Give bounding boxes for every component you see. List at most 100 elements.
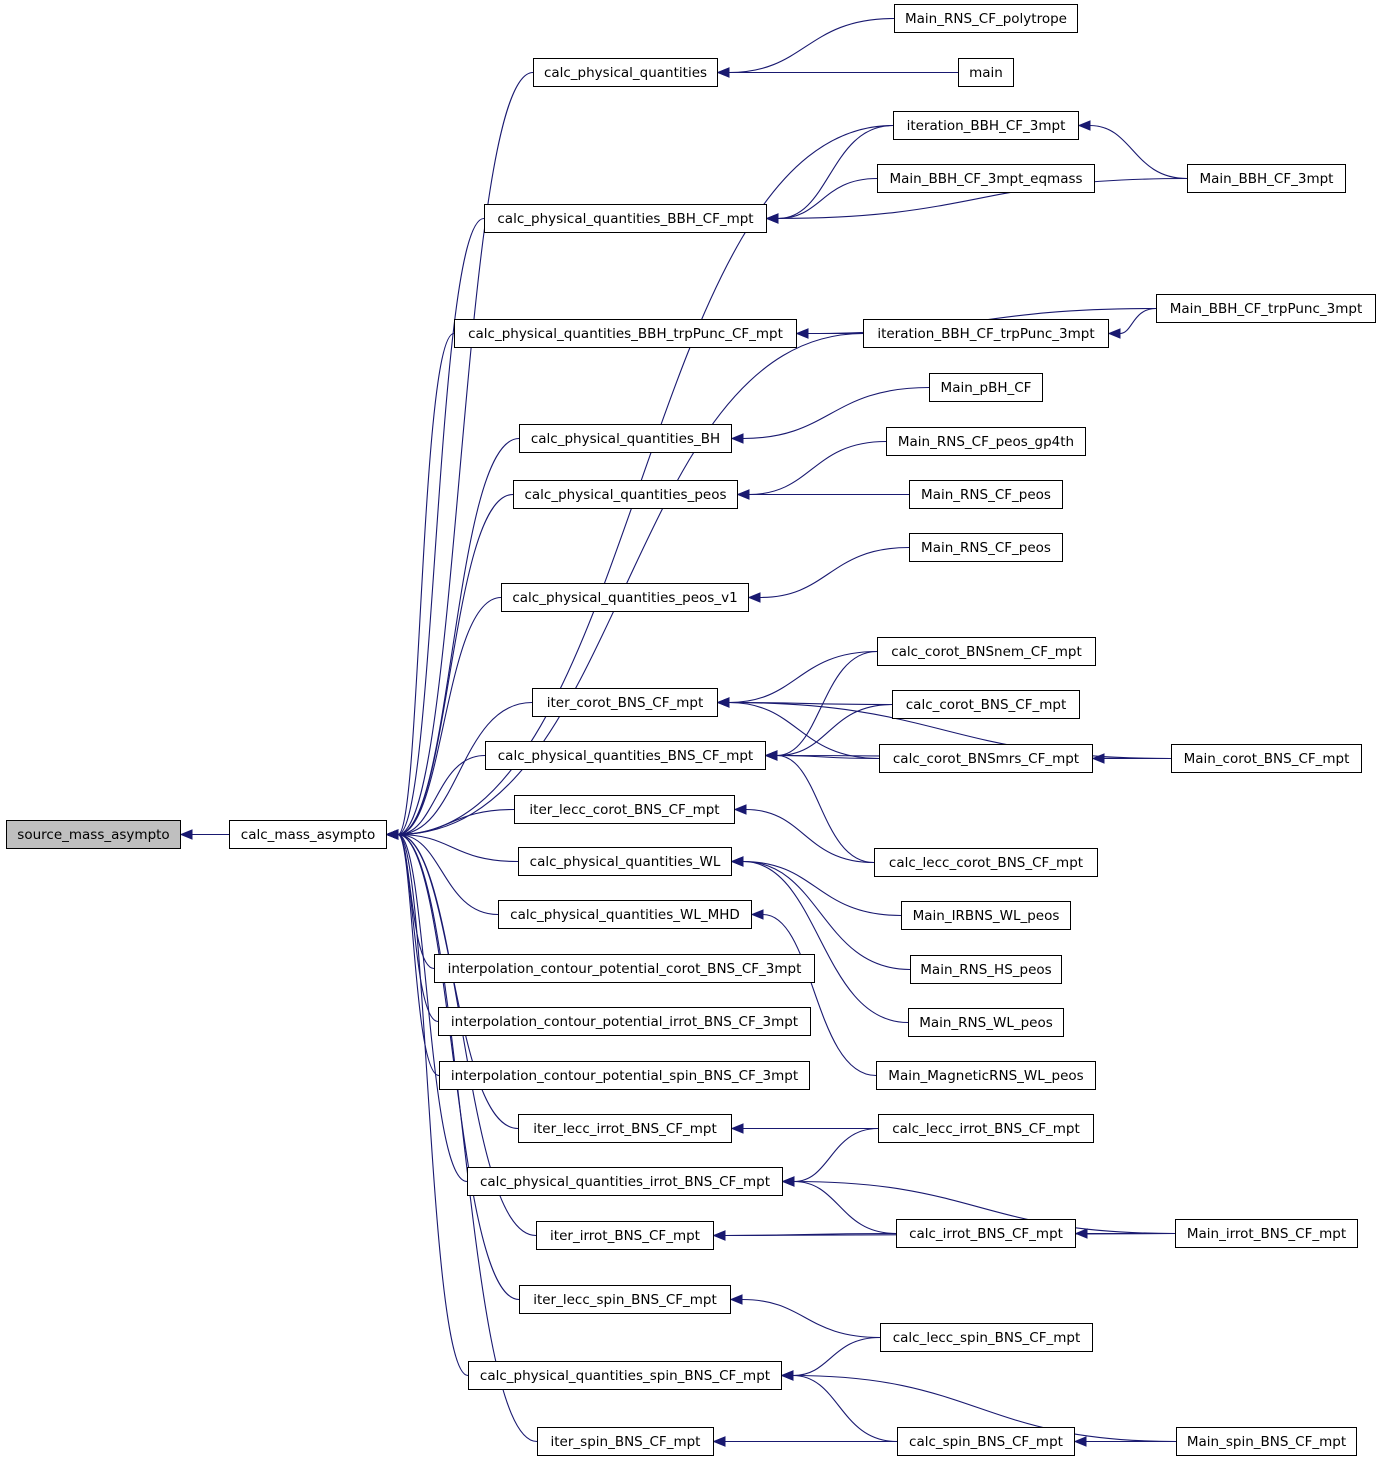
edge-iter_corot_BNS_CF_mpt-to-calc_mass_asympto — [397, 701, 533, 836]
arrowhead-calc_physical_quantities_spin_BNS_CF_mpt — [780, 1370, 794, 1381]
edge-iter_lecc_corot_BNS_CF_mpt-to-calc_mass_asympto — [397, 808, 515, 836]
node-calc_physical_quantities_BH[interactable]: calc_physical_quantities_BH — [519, 424, 732, 453]
node-calc_physical_quantities_peos[interactable]: calc_physical_quantities_peos — [513, 480, 738, 509]
node-Main_pBH_CF[interactable]: Main_pBH_CF — [929, 373, 1043, 402]
edge-calc_lecc_spin_BNS_CF_mpt-to-iter_lecc_spin_BNS_CF_mpt — [741, 1298, 881, 1339]
node-calc_physical_quantities_BBH_trpPunc_CF_mpt[interactable]: calc_physical_quantities_BBH_trpPunc_CF_… — [454, 319, 797, 348]
node-calc_corot_BNSnem_CF_mpt[interactable]: calc_corot_BNSnem_CF_mpt — [877, 637, 1096, 666]
node-Main_BBH_CF_3mpt[interactable]: Main_BBH_CF_3mpt — [1187, 164, 1346, 193]
node-calc_physical_quantities_WL_MHD[interactable]: calc_physical_quantities_WL_MHD — [498, 900, 752, 929]
arrowhead-iter_corot_BNS_CF_mpt — [716, 697, 730, 708]
node-calc_corot_BNSmrs_CF_mpt[interactable]: calc_corot_BNSmrs_CF_mpt — [879, 744, 1093, 773]
edge-calc_corot_BNSnem_CF_mpt-to-calc_physical_quantities_BNS_CF_mpt — [776, 650, 878, 757]
arrowhead-calc_physical_quantities — [716, 67, 730, 78]
edge-calc_physical_quantities_BNS_CF_mpt-to-calc_mass_asympto — [397, 754, 486, 836]
node-Main_RNS_CF_peos[interactable]: Main_RNS_CF_peos — [909, 533, 1063, 562]
edge-calc_corot_BNS_CF_mpt-to-iter_corot_BNS_CF_mpt — [728, 701, 893, 706]
node-Main_spin_BNS_CF_mpt[interactable]: Main_spin_BNS_CF_mpt — [1176, 1427, 1357, 1456]
edge-Main_irrot_BNS_CF_mpt-to-calc_physical_quantities_irrot_BNS_CF_mpt — [793, 1180, 1176, 1235]
node-Main_RNS_CF_polytrope[interactable]: Main_RNS_CF_polytrope — [894, 4, 1078, 33]
edge-iteration_BBH_CF_3mpt-to-calc_physical_quantities_BBH_CF_mpt — [777, 124, 894, 220]
node-Main_RNS_CF_peos_gp4th[interactable]: Main_RNS_CF_peos_gp4th — [886, 427, 1086, 456]
node-Main_corot_BNS_CF_mpt[interactable]: Main_corot_BNS_CF_mpt — [1171, 744, 1362, 773]
node-main[interactable]: main — [958, 58, 1014, 87]
edge-Main_RNS_WL_peos-to-calc_physical_quantities_WL — [742, 860, 909, 1024]
node-Main_MagneticRNS_WL_peos[interactable]: Main_MagneticRNS_WL_peos — [876, 1061, 1096, 1090]
arrowhead-calc_mass_asympto — [385, 829, 399, 840]
arrowhead-calc_spin_BNS_CF_mpt — [1073, 1436, 1087, 1447]
node-Main_BBH_CF_trpPunc_3mpt[interactable]: Main_BBH_CF_trpPunc_3mpt — [1156, 294, 1376, 323]
arrowhead-iter_irrot_BNS_CF_mpt — [712, 1230, 726, 1241]
node-calc_physical_quantities_BNS_CF_mpt[interactable]: calc_physical_quantities_BNS_CF_mpt — [485, 741, 766, 770]
node-iteration_BBH_CF_trpPunc_3mpt[interactable]: iteration_BBH_CF_trpPunc_3mpt — [863, 319, 1109, 348]
edge-calc_physical_quantities_WL_MHD-to-calc_mass_asympto — [397, 833, 499, 916]
node-calc_physical_quantities_irrot_BNS_CF_mpt[interactable]: calc_physical_quantities_irrot_BNS_CF_mp… — [467, 1167, 783, 1196]
edge-calc_physical_quantities_BBH_CF_mpt-to-calc_mass_asympto — [397, 217, 485, 836]
node-calc_lecc_irrot_BNS_CF_mpt[interactable]: calc_lecc_irrot_BNS_CF_mpt — [878, 1114, 1094, 1143]
node-interpolation_contour_potential_spin_BNS_CF_3mpt[interactable]: interpolation_contour_potential_spin_BNS… — [439, 1061, 810, 1090]
node-Main_RNS_HS_peos[interactable]: Main_RNS_HS_peos — [910, 955, 1062, 984]
node-Main_IRBNS_WL_peos[interactable]: Main_IRBNS_WL_peos — [901, 901, 1071, 930]
node-iter_lecc_spin_BNS_CF_mpt[interactable]: iter_lecc_spin_BNS_CF_mpt — [519, 1285, 731, 1314]
node-calc_physical_quantities[interactable]: calc_physical_quantities — [533, 58, 718, 87]
node-Main_RNS_WL_peos[interactable]: Main_RNS_WL_peos — [908, 1008, 1064, 1037]
node-calc_physical_quantities_WL[interactable]: calc_physical_quantities_WL — [518, 847, 732, 876]
node-iteration_BBH_CF_3mpt[interactable]: iteration_BBH_CF_3mpt — [893, 111, 1079, 140]
arrowhead-source_mass_asympto — [179, 829, 193, 840]
node-calc_lecc_spin_BNS_CF_mpt[interactable]: calc_lecc_spin_BNS_CF_mpt — [880, 1323, 1093, 1352]
node-iter_lecc_corot_BNS_CF_mpt[interactable]: iter_lecc_corot_BNS_CF_mpt — [514, 795, 735, 824]
node-calc_irrot_BNS_CF_mpt[interactable]: calc_irrot_BNS_CF_mpt — [896, 1219, 1076, 1248]
edge-Main_BBH_CF_3mpt_eqmass-to-calc_physical_quantities_BBH_CF_mpt — [777, 177, 878, 220]
edge-calc_corot_BNSnem_CF_mpt-to-iter_corot_BNS_CF_mpt — [728, 650, 878, 704]
edge-calc_lecc_spin_BNS_CF_mpt-to-calc_physical_quantities_spin_BNS_CF_mpt — [792, 1336, 881, 1377]
node-Main_RNS_CF_peos[interactable]: Main_RNS_CF_peos — [909, 480, 1063, 509]
arrowhead-calc_physical_quantities_BBH_CF_mpt — [765, 213, 779, 224]
edge-interpolation_contour_potential_spin_BNS_CF_3mpt-to-calc_mass_asympto — [397, 833, 440, 1077]
edge-calc_physical_quantities_BBH_trpPunc_CF_mpt-to-calc_mass_asympto — [397, 332, 455, 836]
edge-Main_spin_BNS_CF_mpt-to-calc_physical_quantities_spin_BNS_CF_mpt — [792, 1374, 1177, 1443]
node-iter_corot_BNS_CF_mpt[interactable]: iter_corot_BNS_CF_mpt — [532, 688, 718, 717]
arrowhead-calc_corot_BNSmrs_CF_mpt — [1091, 753, 1105, 764]
node-interpolation_contour_potential_irrot_BNS_CF_3mpt[interactable]: interpolation_contour_potential_irrot_BN… — [438, 1007, 811, 1036]
edge-calc_physical_quantities_WL-to-calc_mass_asympto — [397, 833, 519, 863]
node-calc_lecc_corot_BNS_CF_mpt[interactable]: calc_lecc_corot_BNS_CF_mpt — [874, 848, 1098, 877]
node-calc_corot_BNS_CF_mpt[interactable]: calc_corot_BNS_CF_mpt — [892, 690, 1080, 719]
edge-Main_BBH_CF_3mpt-to-iteration_BBH_CF_3mpt — [1089, 124, 1188, 180]
edge-calc_physical_quantities-to-calc_mass_asympto — [397, 71, 534, 836]
arrowhead-iter_lecc_corot_BNS_CF_mpt — [733, 804, 747, 815]
node-calc_physical_quantities_peos_v1[interactable]: calc_physical_quantities_peos_v1 — [501, 583, 749, 612]
node-calc_physical_quantities_BBH_CF_mpt[interactable]: calc_physical_quantities_BBH_CF_mpt — [484, 204, 767, 233]
node-Main_irrot_BNS_CF_mpt[interactable]: Main_irrot_BNS_CF_mpt — [1175, 1219, 1358, 1248]
edge-calc_physical_quantities_peos_v1-to-calc_mass_asympto — [397, 596, 502, 836]
edge-Main_RNS_CF_peos_gp4th-to-calc_physical_quantities_peos — [748, 440, 887, 496]
node-interpolation_contour_potential_corot_BNS_CF_3mpt[interactable]: interpolation_contour_potential_corot_BN… — [434, 954, 815, 983]
arrowhead-calc_irrot_BNS_CF_mpt — [1074, 1228, 1088, 1239]
node-Main_BBH_CF_3mpt_eqmass[interactable]: Main_BBH_CF_3mpt_eqmass — [877, 164, 1095, 193]
edge-Main_MagneticRNS_WL_peos-to-calc_physical_quantities_WL_MHD — [762, 913, 877, 1077]
arrowhead-calc_physical_quantities_BBH_trpPunc_CF_mpt — [795, 328, 809, 339]
edge-Main_RNS_CF_peos_b-to-calc_physical_quantities_peos_v1 — [759, 546, 910, 599]
node-calc_spin_BNS_CF_mpt[interactable]: calc_spin_BNS_CF_mpt — [897, 1427, 1075, 1456]
edge-calc_physical_quantities_spin_BNS_CF_mpt-to-calc_mass_asympto — [397, 833, 469, 1377]
node-iter_irrot_BNS_CF_mpt[interactable]: iter_irrot_BNS_CF_mpt — [536, 1221, 714, 1250]
edge-Main_RNS_HS_peos-to-calc_physical_quantities_WL — [742, 860, 911, 971]
edge-Main_IRBNS_WL_peos-to-calc_physical_quantities_WL — [742, 860, 902, 917]
edge-Main_pBH_CF-to-calc_physical_quantities_BH — [742, 386, 930, 440]
arrowhead-calc_physical_quantities_WL — [730, 856, 744, 867]
edge-iter_spin_BNS_CF_mpt-to-calc_mass_asympto — [397, 833, 538, 1443]
edge-iteration_BBH_CF_3mpt-to-calc_mass_asympto — [397, 124, 894, 836]
edge-calc_corot_BNS_CF_mpt-to-calc_physical_quantities_BNS_CF_mpt — [776, 703, 893, 757]
arrowhead-calc_physical_quantities_WL_MHD — [750, 909, 764, 920]
edge-Main_BBH_CF_3mpt-to-calc_physical_quantities_BBH_CF_mpt — [777, 177, 1188, 220]
node-source_mass_asympto: source_mass_asympto — [6, 820, 181, 849]
node-calc_physical_quantities_spin_BNS_CF_mpt[interactable]: calc_physical_quantities_spin_BNS_CF_mpt — [468, 1361, 782, 1390]
arrowhead-calc_physical_quantities_BH — [730, 433, 744, 444]
node-calc_mass_asympto[interactable]: calc_mass_asympto — [229, 820, 387, 849]
node-iter_lecc_irrot_BNS_CF_mpt[interactable]: iter_lecc_irrot_BNS_CF_mpt — [518, 1114, 732, 1143]
edge-Main_BBH_CF_trpPunc_3mpt-to-iteration_BBH_CF_trpPunc_3mpt — [1119, 307, 1157, 335]
node-iter_spin_BNS_CF_mpt[interactable]: iter_spin_BNS_CF_mpt — [537, 1427, 714, 1456]
edge-calc_physical_quantities_peos-to-calc_mass_asympto — [397, 493, 514, 836]
edge-Main_RNS_CF_polytrope-to-calc_physical_quantities — [728, 17, 895, 74]
edge-calc_spin_BNS_CF_mpt-to-calc_physical_quantities_spin_BNS_CF_mpt — [792, 1374, 898, 1443]
